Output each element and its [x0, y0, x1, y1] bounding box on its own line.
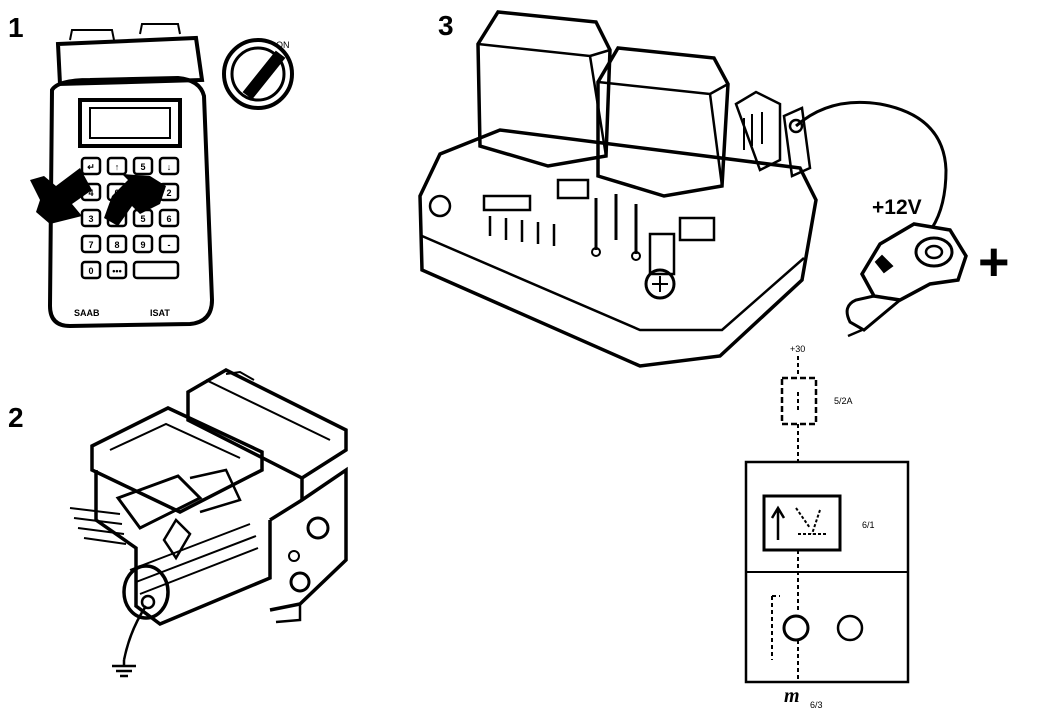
tester-key-glyph: 5 [140, 214, 145, 224]
battery-terminal-probe [845, 222, 968, 338]
fuse-label: 5/2A [834, 396, 853, 406]
press-key-arrow-left [30, 168, 92, 224]
tester-model-text: ISAT [150, 308, 170, 318]
tester-key-glyph: 4 [88, 188, 93, 198]
motor-symbol [782, 614, 810, 642]
step-number-3: 3 [438, 10, 454, 41]
relay-label: 6/1 [862, 520, 875, 530]
ignition-key-icon: ON [222, 38, 294, 110]
motor-label: m [784, 685, 800, 707]
tester-brand-text: SAAB [74, 308, 100, 318]
tester-key-glyph: 2 [166, 188, 171, 198]
tester-key-glyph: ↑ [115, 162, 120, 172]
relay-box [418, 10, 818, 368]
relay-symbol [762, 494, 842, 552]
tester-key-glyph: 0 [114, 188, 119, 198]
wiring-schematic [744, 356, 910, 684]
tester-key-glyph: 0 [88, 266, 93, 276]
ground-symbol-icon [112, 660, 136, 678]
schematic-top-label: +30 [790, 344, 805, 354]
tester-key-glyph: 6 [166, 214, 171, 224]
tester-key-glyph: 9 [140, 240, 145, 250]
pressure-switch-symbol [836, 614, 864, 642]
tester-key-glyph: ••• [112, 266, 121, 276]
fuse-symbol [780, 376, 818, 426]
tester-key-glyph: ↵ [87, 162, 95, 172]
tester-key-glyph: 3 [88, 214, 93, 224]
tester-key-glyph: 7 [88, 240, 93, 250]
svg-text:ON: ON [276, 40, 290, 50]
positive-terminal-symbol: + [978, 232, 1010, 292]
test-lead-wire [788, 100, 948, 229]
step-number-1: 1 [8, 12, 24, 43]
voltage-label: +12V [872, 196, 922, 219]
tester-key-glyph: ↓ [167, 162, 172, 172]
step-number-2: 2 [8, 402, 24, 433]
tester-key-glyph: 4 [114, 214, 119, 224]
tester-key-glyph: 1 [140, 188, 145, 198]
tester-key-glyph: 8 [114, 240, 119, 250]
motor-sublabel: 6/3 [810, 700, 823, 710]
hydraulic-unit [69, 368, 348, 661]
tester-key-glyph: - [168, 240, 171, 250]
press-key-arrow-right [104, 174, 166, 226]
tester-key-glyph: 5 [140, 162, 145, 172]
